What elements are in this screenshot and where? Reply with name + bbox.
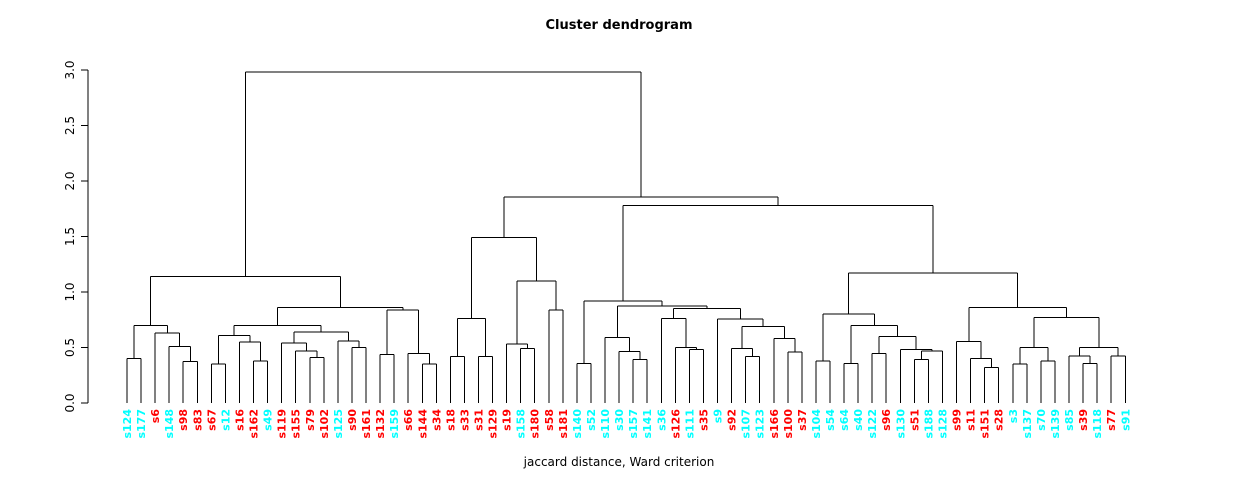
leaf-label-s34: s34 [430, 409, 443, 431]
leaf-label-s132: s132 [374, 409, 387, 439]
leaf-label-s123: s123 [754, 409, 767, 439]
leaf-label-s124: s124 [121, 409, 134, 439]
leaf-label-s122: s122 [866, 409, 879, 439]
leaf-label-s162: s162 [248, 409, 261, 439]
leaf-label-s119: s119 [276, 409, 289, 439]
leaf-label-s16: s16 [233, 409, 246, 431]
x-axis-caption: jaccard distance, Ward criterion [523, 455, 715, 469]
leaf-label-s91: s91 [1119, 409, 1132, 431]
leaf-label-s129: s129 [487, 409, 500, 439]
leaf-label-s181: s181 [557, 409, 570, 439]
leaf-label-s36: s36 [655, 409, 668, 431]
leaf-label-s66: s66 [402, 409, 415, 431]
y-tick-label: 0.5 [63, 338, 77, 357]
leaf-label-s51: s51 [908, 409, 921, 431]
leaf-label-s3: s3 [1007, 409, 1020, 423]
leaf-label-s100: s100 [782, 409, 795, 439]
leaf-label-s64: s64 [838, 409, 851, 431]
leaf-label-s30: s30 [613, 409, 626, 431]
leaf-label-s180: s180 [529, 409, 542, 439]
leaf-label-s96: s96 [880, 409, 893, 431]
leaf-label-s140: s140 [571, 409, 584, 439]
leaf-label-s58: s58 [543, 409, 556, 431]
leaf-label-s126: s126 [669, 409, 682, 439]
leaf-label-s99: s99 [951, 409, 964, 431]
leaf-label-s139: s139 [1049, 409, 1062, 439]
leaf-label-s33: s33 [458, 409, 471, 431]
y-tick-label: 3.0 [63, 60, 77, 79]
leaf-label-s12: s12 [219, 409, 232, 431]
leaf-label-s130: s130 [894, 409, 907, 439]
leaf-label-s28: s28 [993, 409, 1006, 431]
chart-title: Cluster dendrogram [545, 18, 693, 33]
leaf-label-s52: s52 [585, 409, 598, 431]
leaf-label-s128: s128 [936, 409, 949, 439]
leaf-label-s67: s67 [205, 409, 218, 431]
leaf-label-s9: s9 [712, 409, 725, 423]
leaf-label-s110: s110 [599, 409, 612, 439]
leaf-label-s83: s83 [191, 409, 204, 431]
leaf-label-s144: s144 [416, 409, 429, 439]
leaf-label-s157: s157 [627, 409, 640, 439]
leaf-label-s161: s161 [360, 409, 373, 439]
y-tick-label: 1.0 [63, 282, 77, 301]
leaf-label-s31: s31 [473, 409, 486, 431]
leaf-label-s77: s77 [1105, 409, 1118, 431]
leaf-label-s125: s125 [332, 409, 345, 439]
leaf-label-s155: s155 [290, 409, 303, 439]
leaf-label-s151: s151 [979, 409, 992, 439]
leaf-label-s104: s104 [810, 409, 823, 439]
leaf-label-s70: s70 [1035, 409, 1048, 431]
leaf-label-s92: s92 [726, 409, 739, 431]
leaf-label-s19: s19 [501, 409, 514, 431]
leaf-label-s141: s141 [641, 409, 654, 439]
leaf-label-s49: s49 [262, 409, 275, 431]
leaf-label-s54: s54 [824, 409, 837, 431]
leaf-label-s79: s79 [304, 409, 317, 431]
leaf-label-s90: s90 [346, 409, 359, 431]
leaf-label-s37: s37 [796, 409, 809, 431]
leaf-label-s102: s102 [318, 409, 331, 439]
y-tick-label: 1.5 [63, 227, 77, 246]
leaf-label-s18: s18 [444, 409, 457, 431]
y-tick-label: 2.0 [63, 171, 77, 190]
leaf-label-s158: s158 [515, 409, 528, 439]
y-tick-label: 2.5 [63, 116, 77, 135]
leaf-label-s11: s11 [965, 409, 978, 431]
leaf-label-s40: s40 [852, 409, 865, 431]
leaf-label-s118: s118 [1091, 409, 1104, 439]
leaf-label-s35: s35 [697, 409, 710, 431]
leaf-label-s137: s137 [1021, 409, 1034, 439]
leaf-label-s85: s85 [1063, 409, 1076, 431]
leaf-label-s107: s107 [740, 409, 753, 439]
y-tick-label: 0.0 [63, 393, 77, 412]
leaf-label-s177: s177 [135, 409, 148, 439]
leaf-label-s39: s39 [1077, 409, 1090, 431]
leaf-label-s6: s6 [149, 409, 162, 424]
leaf-label-s188: s188 [922, 409, 935, 439]
leaf-label-s159: s159 [388, 409, 401, 439]
leaf-label-s111: s111 [683, 409, 696, 439]
leaf-label-s166: s166 [768, 409, 781, 439]
leaf-label-s148: s148 [163, 409, 176, 439]
leaf-label-s98: s98 [177, 409, 190, 431]
